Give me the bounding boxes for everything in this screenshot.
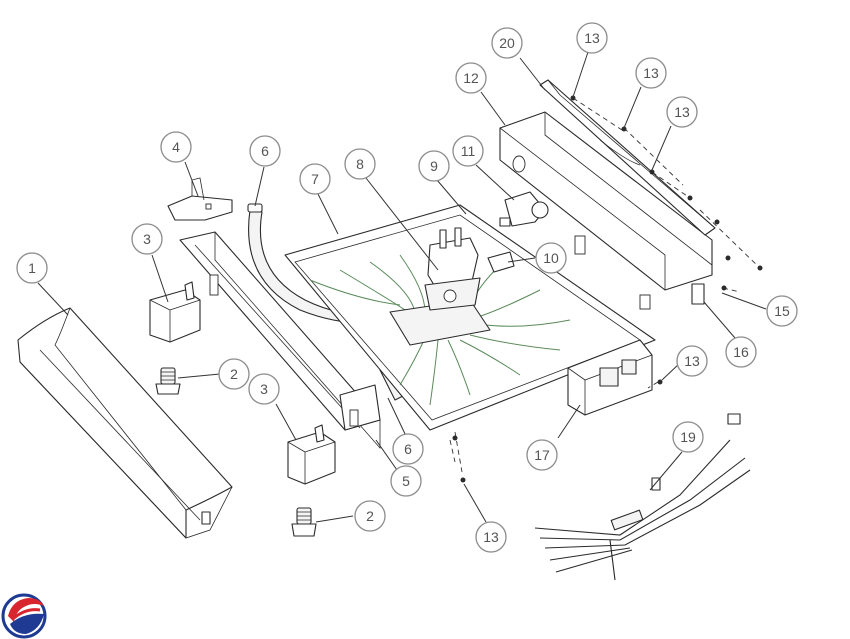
callout-6-lower: 6 — [392, 433, 424, 465]
svg-text:3: 3 — [143, 231, 151, 247]
callout-19: 19 — [672, 421, 704, 453]
part-bracket-top — [167, 177, 233, 221]
callout-13-b: 13 — [635, 57, 667, 89]
svg-text:5: 5 — [402, 473, 410, 489]
svg-text:17: 17 — [534, 447, 550, 463]
part-front-panel — [17, 307, 233, 539]
svg-text:20: 20 — [499, 35, 515, 51]
brand-logo-icon — [1, 593, 47, 639]
part-bracket-upper — [149, 281, 201, 343]
svg-text:2: 2 — [366, 508, 374, 524]
svg-text:10: 10 — [543, 250, 559, 266]
callout-13-e: 13 — [475, 521, 507, 553]
part-leveling-foot-upper — [155, 367, 181, 395]
svg-text:15: 15 — [774, 303, 790, 319]
svg-text:19: 19 — [680, 429, 696, 445]
svg-text:16: 16 — [733, 344, 749, 360]
svg-text:13: 13 — [684, 353, 700, 369]
callout-16: 16 — [725, 336, 757, 368]
part-bracket-lower — [287, 424, 336, 485]
part-side-rail — [179, 231, 381, 450]
callout-10: 10 — [535, 242, 567, 274]
svg-text:13: 13 — [643, 65, 659, 81]
callout-6-upper: 6 — [249, 135, 281, 167]
callout-13-a: 13 — [576, 22, 608, 54]
callout-12: 12 — [455, 62, 487, 94]
callout-1: 1 — [16, 252, 48, 284]
part-inlet-valve — [499, 191, 549, 227]
callout-20: 20 — [491, 27, 523, 59]
leader-lines — [37, 51, 767, 523]
svg-text:2: 2 — [230, 366, 238, 382]
svg-text:12: 12 — [463, 70, 479, 86]
callout-17: 17 — [526, 439, 558, 471]
part-top-rail — [539, 79, 716, 236]
svg-text:13: 13 — [674, 104, 690, 120]
callout-2-lower: 2 — [354, 500, 386, 532]
svg-text:11: 11 — [461, 143, 476, 159]
callouts: 1 2 2 3 3 4 5 6 — [16, 22, 798, 553]
svg-text:9: 9 — [430, 158, 438, 174]
callout-8: 8 — [344, 148, 376, 180]
callout-3-lower: 3 — [248, 373, 280, 405]
part-pump — [424, 227, 481, 311]
svg-text:7: 7 — [311, 171, 319, 187]
part-wiring-harness — [534, 413, 751, 581]
svg-text:4: 4 — [172, 139, 180, 155]
svg-text:13: 13 — [584, 30, 600, 46]
callout-2-upper: 2 — [218, 358, 250, 390]
part-leveling-foot-lower — [291, 507, 317, 537]
callout-5: 5 — [390, 465, 422, 497]
callout-7: 7 — [299, 163, 331, 195]
callout-15: 15 — [766, 295, 798, 327]
part-control-board — [567, 339, 653, 416]
callout-13-c: 13 — [666, 96, 698, 128]
part-rear-panel — [499, 111, 713, 310]
svg-text:3: 3 — [260, 381, 268, 397]
svg-text:13: 13 — [483, 529, 499, 545]
screws — [449, 95, 763, 483]
callout-4: 4 — [160, 131, 192, 163]
callout-9: 9 — [418, 150, 450, 182]
callout-13-d: 13 — [676, 345, 708, 377]
svg-text:6: 6 — [261, 143, 269, 159]
callout-11: 11 — [452, 135, 484, 167]
callout-3-upper: 3 — [131, 223, 163, 255]
svg-text:6: 6 — [404, 441, 412, 457]
svg-text:1: 1 — [28, 260, 36, 276]
part-clip — [487, 251, 515, 273]
part-latch — [691, 283, 705, 305]
svg-text:8: 8 — [356, 156, 364, 172]
